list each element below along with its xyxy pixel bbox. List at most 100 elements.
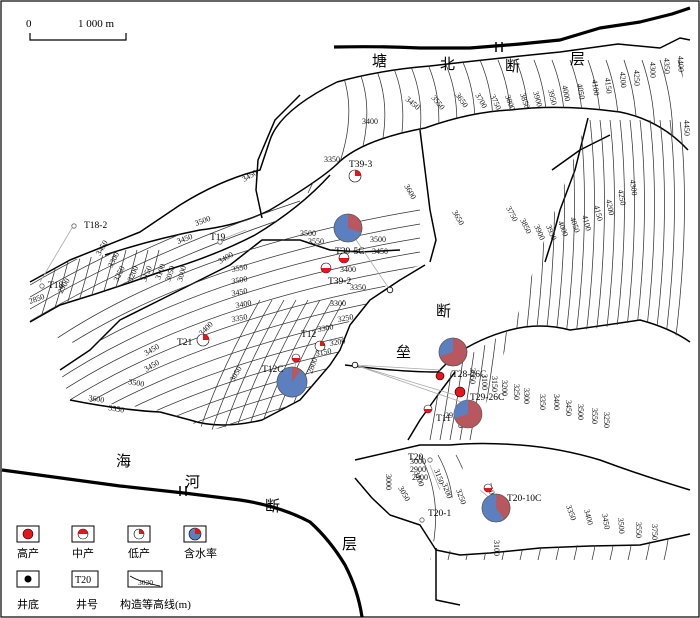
well-label: T18 bbox=[48, 281, 64, 291]
legend-well-no: 井号 bbox=[76, 597, 98, 611]
contour-label: 3400 bbox=[552, 394, 561, 410]
well-label: T19 bbox=[210, 233, 226, 243]
svg-text:层: 层 bbox=[342, 537, 357, 553]
contour-label: 3500 bbox=[231, 274, 248, 286]
well-label: T28-26C bbox=[452, 370, 486, 380]
well-t12: T12 bbox=[301, 330, 326, 352]
scale-distance: 1 000 m bbox=[78, 18, 115, 30]
contour-label: 3950 bbox=[546, 88, 559, 106]
well-t18: T18 bbox=[39, 281, 64, 291]
well-symbol bbox=[435, 371, 445, 381]
contour-label: 3850 bbox=[518, 217, 533, 235]
contour-label: 4200 bbox=[618, 72, 628, 89]
contour-label: 3450 bbox=[564, 400, 573, 416]
contour-label: 3500 bbox=[616, 517, 626, 534]
contour-label: 3500 bbox=[576, 404, 585, 420]
contour-label: 3750 bbox=[488, 93, 503, 111]
contour-label: 3550 bbox=[108, 403, 125, 415]
well-t29-26c: T29-26C bbox=[454, 386, 504, 403]
legend-low-symbol bbox=[139, 529, 144, 534]
contour-label: 2900 bbox=[410, 465, 426, 474]
contour-label: 3400 bbox=[340, 265, 356, 274]
well-label: T11 bbox=[436, 414, 451, 424]
svg-text:塘: 塘 bbox=[372, 53, 387, 70]
contour-label: 3050 bbox=[396, 485, 412, 503]
svg-text:断: 断 bbox=[436, 303, 451, 320]
scale-bar: 0 1 000 m bbox=[26, 18, 127, 41]
contour-label: 3700 bbox=[473, 92, 489, 110]
well-symbol bbox=[453, 399, 483, 429]
contour-label: 4100 bbox=[580, 214, 593, 232]
well-t28-26c: T28-26C bbox=[438, 337, 486, 380]
well-symbol bbox=[291, 353, 301, 363]
well-label: T12 bbox=[301, 330, 317, 340]
well-t21: T21 bbox=[177, 333, 210, 348]
contour-label: 3450 bbox=[372, 247, 388, 256]
contour-label: 3000 bbox=[410, 457, 426, 466]
well-t20-1: T20-1 bbox=[419, 509, 451, 523]
legend-contour: 构造等高线(m) bbox=[120, 597, 191, 611]
legend-water-cut: 含水率 bbox=[184, 546, 217, 560]
legend-medium: 中产 bbox=[72, 546, 94, 560]
contour-label: 3350 bbox=[538, 394, 547, 410]
contour-label: 4150 bbox=[592, 204, 605, 222]
legend: 高产 中产 低产 含水率 井底 T20 井号 3020 构造等高线(m) bbox=[16, 525, 217, 611]
well-symbol bbox=[338, 252, 350, 264]
contour-label: 3450 bbox=[143, 358, 161, 374]
legend-well-bottom-symbol bbox=[24, 575, 32, 583]
well-label: T21 bbox=[177, 338, 193, 348]
contour-label: 4100 bbox=[590, 79, 601, 96]
contour-label: 3250 bbox=[337, 312, 354, 324]
contour-label: 3350 bbox=[324, 155, 340, 164]
contour-label: 3250 bbox=[512, 384, 521, 400]
contour-label: 4350 bbox=[662, 58, 672, 74]
contour-label: 3350 bbox=[350, 283, 366, 292]
haihe-fault-label: 海 河 断 层 bbox=[116, 453, 357, 553]
contour-label: 3200 bbox=[440, 482, 454, 500]
well-t20: T20 bbox=[408, 453, 433, 463]
contour-label: 3550 bbox=[634, 522, 643, 538]
contour-label: 3150 bbox=[315, 346, 332, 358]
well-t11: T11 bbox=[423, 404, 451, 424]
contour-label: 3900 bbox=[531, 90, 544, 108]
contour-label: 3150 bbox=[490, 376, 499, 392]
contour-label: 3800 bbox=[503, 94, 517, 112]
scale-zero: 0 bbox=[26, 18, 32, 30]
svg-text:海: 海 bbox=[116, 453, 131, 470]
contour-label: 4250 bbox=[616, 189, 628, 206]
contour-label: 2950 bbox=[445, 411, 461, 420]
well-t19: T19 bbox=[210, 233, 226, 245]
contour-label: 3200 bbox=[329, 336, 346, 348]
contour-label: 3400 bbox=[235, 298, 252, 310]
contour-label: 3300 bbox=[317, 322, 334, 334]
contour-label: 4050 bbox=[568, 216, 582, 234]
well-label: T20 bbox=[408, 453, 424, 463]
well-bottom-marker bbox=[386, 286, 394, 294]
contour-label: 3100 bbox=[492, 540, 501, 556]
svg-text:断: 断 bbox=[505, 58, 520, 75]
contour-label: 3050 bbox=[228, 365, 244, 383]
contour-label: 4050 bbox=[575, 83, 587, 100]
well-t39-3: T39-3 bbox=[348, 160, 372, 183]
well-label: T39-2 bbox=[328, 277, 351, 287]
well-t18-2: T18-2 bbox=[71, 221, 107, 231]
well-label: T29-26C bbox=[470, 393, 504, 403]
legend-high: 高产 bbox=[17, 546, 39, 560]
contour-label: 4200 bbox=[604, 199, 616, 217]
contour-label: 3400 bbox=[362, 117, 378, 126]
svg-text:北: 北 bbox=[440, 56, 455, 73]
contour-label: 4150 bbox=[603, 77, 614, 94]
legend-low: 低产 bbox=[128, 546, 150, 560]
contour-label: 4400 bbox=[676, 56, 686, 72]
contour-label: 3500 bbox=[128, 377, 145, 389]
tangbei-fault bbox=[333, 6, 691, 52]
contour-label: 3550 bbox=[231, 262, 248, 274]
well-bottom-marker bbox=[351, 361, 359, 369]
contour-label: 4300 bbox=[628, 179, 639, 196]
svg-text:垒: 垒 bbox=[396, 344, 411, 361]
contour-label: 3350 bbox=[231, 312, 248, 324]
